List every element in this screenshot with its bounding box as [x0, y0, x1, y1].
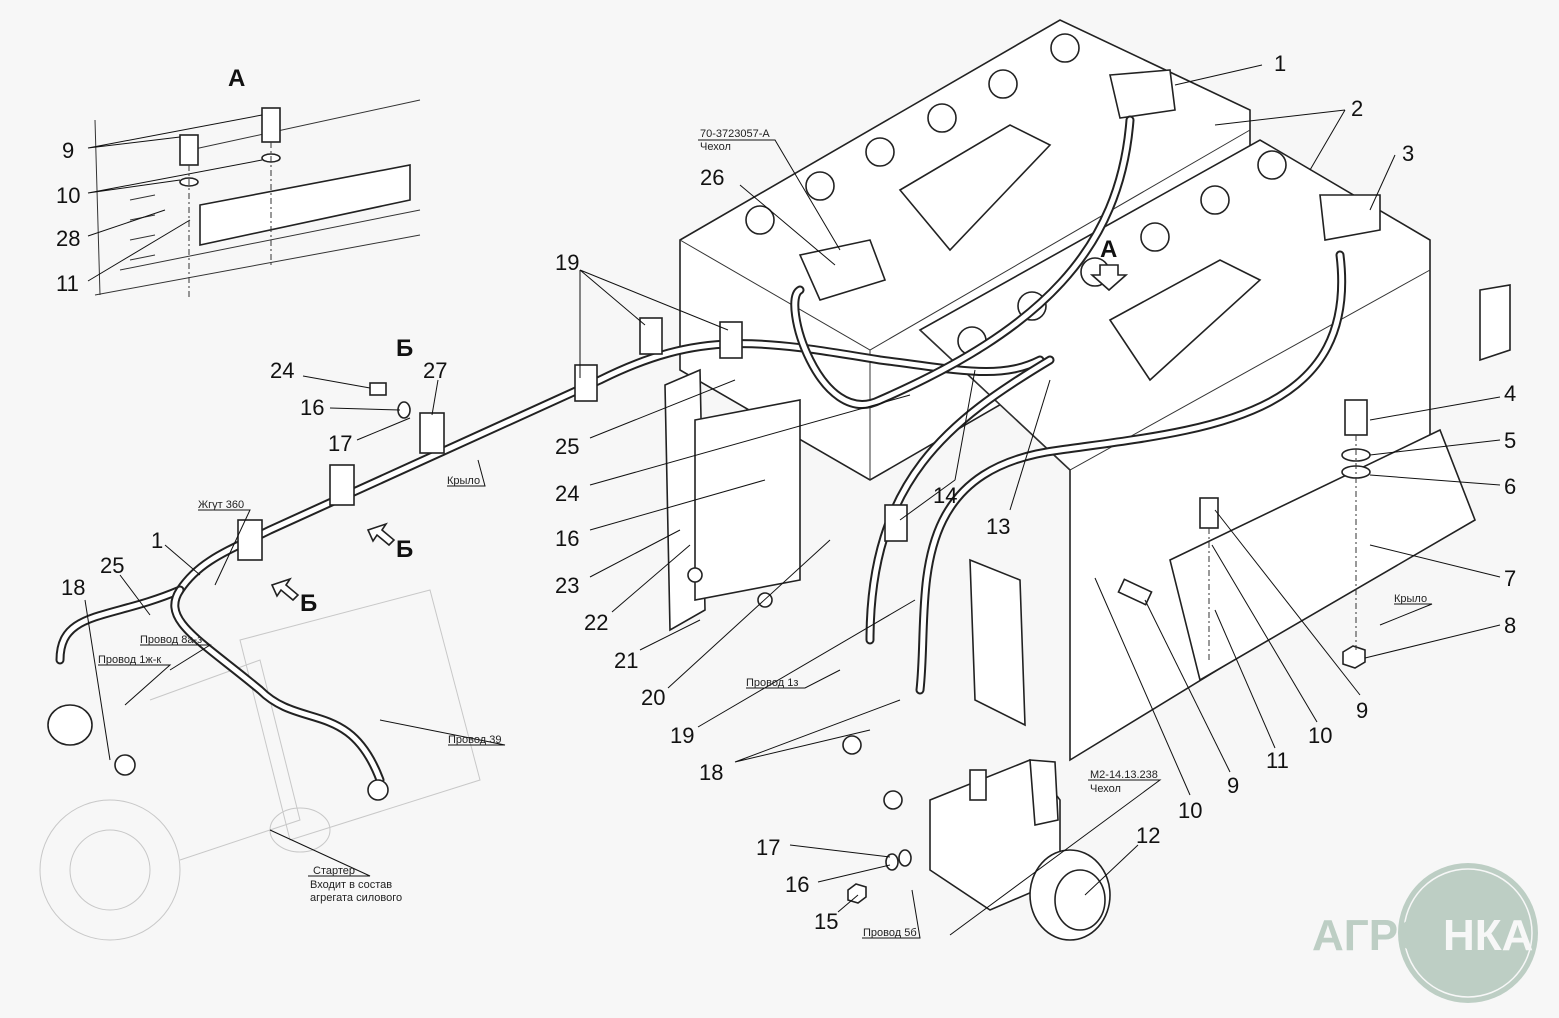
- callout: 25: [100, 553, 124, 578]
- arrow-view-b-icon: [366, 522, 396, 547]
- callout: 4: [1504, 381, 1516, 406]
- callout: 22: [584, 610, 608, 635]
- arrow-view-b-icon: [270, 577, 300, 602]
- callout: 9: [62, 138, 74, 163]
- callout: 27: [423, 358, 447, 383]
- arrow-view-a-icon: [1089, 264, 1129, 292]
- callout: 8: [1504, 613, 1516, 638]
- tray: [664, 284, 1511, 727]
- note-cover-code: 70-3723057-А: [700, 128, 770, 140]
- callout: 10: [56, 183, 80, 208]
- callout: 23: [555, 573, 579, 598]
- note-wire-39: Провод 39: [448, 734, 501, 746]
- note-fender: Крыло: [1394, 593, 1427, 605]
- callout: 15: [814, 909, 838, 934]
- callout: 13: [986, 514, 1010, 539]
- callout: 11: [1266, 748, 1289, 773]
- note-wire-1z: Провод 1з: [746, 677, 798, 689]
- view-b-marker: Б: [396, 536, 413, 563]
- view-b-title: Б: [396, 335, 413, 362]
- callout: 19: [555, 250, 579, 275]
- note-starter: Стартер: [313, 865, 355, 877]
- starter-ghost: [39, 589, 481, 941]
- callout: 9: [1227, 773, 1239, 798]
- note-starter-2: агрегата силового: [310, 892, 402, 904]
- note-wire-5b: Провод 5б: [863, 927, 917, 939]
- note-cover2-code: М2-14.13.238: [1090, 769, 1158, 781]
- callout: 16: [785, 872, 809, 897]
- logo-text-right: НКА: [1443, 911, 1533, 960]
- callout: 14: [933, 483, 957, 508]
- notes: 70-3723057-А Чехол Жгут 360 Провод 8а-з …: [98, 128, 1427, 939]
- note-cover-name: Чехол: [700, 141, 731, 153]
- callout: 10: [1178, 798, 1202, 823]
- callout: 1: [1274, 51, 1286, 76]
- view-a-inset: [94, 99, 421, 300]
- solenoid: [929, 759, 1111, 941]
- callout-numbers: 9 10 28 11 24 27 16 17 19 25 24 16 23 22…: [56, 51, 1516, 934]
- agronka-logo: АГРО НКА: [1312, 863, 1538, 1003]
- battery-rear: [679, 19, 1251, 481]
- view-a-marker: А: [1100, 236, 1117, 263]
- callout: 3: [1402, 141, 1414, 166]
- callout: 16: [555, 526, 579, 551]
- callout: 11: [56, 271, 79, 296]
- callout: 26: [700, 165, 724, 190]
- callout: 6: [1504, 474, 1516, 499]
- callout: 7: [1504, 566, 1516, 591]
- callout: 12: [1136, 823, 1160, 848]
- callout: 24: [555, 481, 579, 506]
- note-harness: Жгут 360: [198, 499, 244, 511]
- note-cover2-name: Чехол: [1090, 783, 1121, 795]
- callout: 28: [56, 226, 80, 251]
- callout: 18: [61, 575, 85, 600]
- logo-text-left: АГРО: [1312, 911, 1432, 960]
- callout: 2: [1351, 96, 1363, 121]
- callout: 25: [555, 434, 579, 459]
- callout: 16: [300, 395, 324, 420]
- callout: 20: [641, 685, 665, 710]
- leader-lines: [84, 64, 1501, 939]
- cables: [55, 115, 1347, 785]
- fasteners: [369, 382, 1371, 904]
- callout: 1: [151, 528, 163, 553]
- callout: 5: [1504, 428, 1516, 453]
- callout: 21: [614, 648, 638, 673]
- note-wire-8az: Провод 8а-з: [140, 634, 202, 646]
- clamps: [237, 317, 908, 561]
- note-fender: Крыло: [447, 475, 480, 487]
- callout: 17: [756, 835, 780, 860]
- callout: 17: [328, 431, 352, 456]
- note-wire-1zhk: Провод 1ж-к: [98, 654, 161, 666]
- view-a-title: А: [228, 65, 245, 92]
- view-b-marker: Б: [300, 590, 317, 617]
- callout: 18: [699, 760, 723, 785]
- callout: 10: [1308, 723, 1332, 748]
- cable-lugs: [47, 567, 903, 810]
- callout: 24: [270, 358, 294, 383]
- view-arrows: [270, 264, 1129, 602]
- callout: 9: [1356, 698, 1368, 723]
- note-starter-1: Входит в состав: [310, 879, 392, 891]
- terminal-covers: [798, 69, 1381, 301]
- callout: 19: [670, 723, 694, 748]
